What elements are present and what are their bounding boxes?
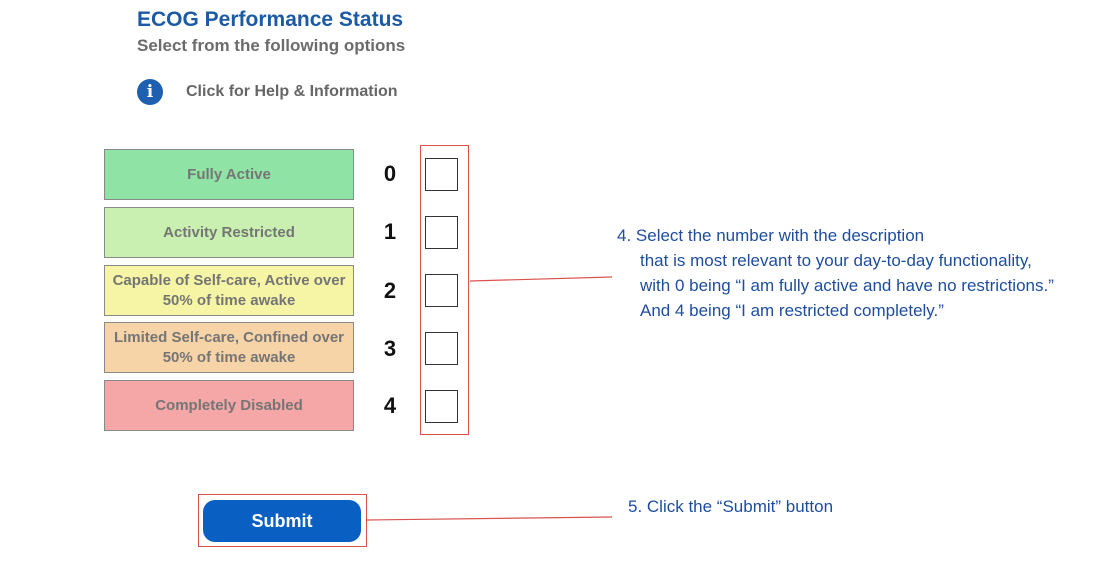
help-label[interactable]: Click for Help & Information	[186, 83, 398, 100]
help-link[interactable]: i Click for Help & Information	[137, 79, 398, 105]
instruction-step-4-line-3: with 0 being “I am fully active and have…	[640, 276, 1054, 295]
status-checkbox-0[interactable]	[425, 158, 458, 191]
page-title: ECOG Performance Status	[137, 8, 404, 31]
status-number-1: 1	[383, 219, 397, 244]
status-number-4: 4	[383, 393, 397, 418]
status-checkbox-4[interactable]	[425, 390, 458, 423]
options-highlight-box	[420, 145, 469, 435]
status-number-0: 0	[383, 161, 397, 186]
instruction-step-4-line-4: And 4 being “I am restricted completely.…	[640, 301, 944, 320]
status-option-2-label: Capable of Self-care, Active over 50% of…	[104, 265, 354, 316]
callout-line-step5	[366, 516, 613, 521]
instruction-step-4-line-1: 4. Select the number with the descriptio…	[617, 226, 925, 245]
callout-line-step4	[469, 276, 613, 282]
submit-highlight-box	[198, 494, 367, 547]
info-icon[interactable]: i	[137, 79, 163, 105]
status-checkbox-3[interactable]	[425, 332, 458, 365]
page-subtitle: Select from the following options	[137, 36, 406, 55]
status-option-0-label: Fully Active	[104, 149, 354, 200]
instruction-step-5: 5. Click the “Submit” button	[628, 497, 834, 516]
status-number-2: 2	[383, 278, 397, 303]
status-number-3: 3	[383, 336, 397, 361]
status-option-3-label: Limited Self-care, Confined over 50% of …	[104, 322, 354, 373]
status-option-1-label: Activity Restricted	[104, 207, 354, 258]
submit-button[interactable]: Submit	[203, 500, 361, 542]
status-checkbox-2[interactable]	[425, 274, 458, 307]
status-option-4-label: Completely Disabled	[104, 380, 354, 431]
instruction-step-4-line-2: that is most relevant to your day-to-day…	[640, 251, 1032, 270]
status-checkbox-1[interactable]	[425, 216, 458, 249]
instruction-step-4: 4. Select the number with the descriptio…	[617, 223, 1054, 323]
